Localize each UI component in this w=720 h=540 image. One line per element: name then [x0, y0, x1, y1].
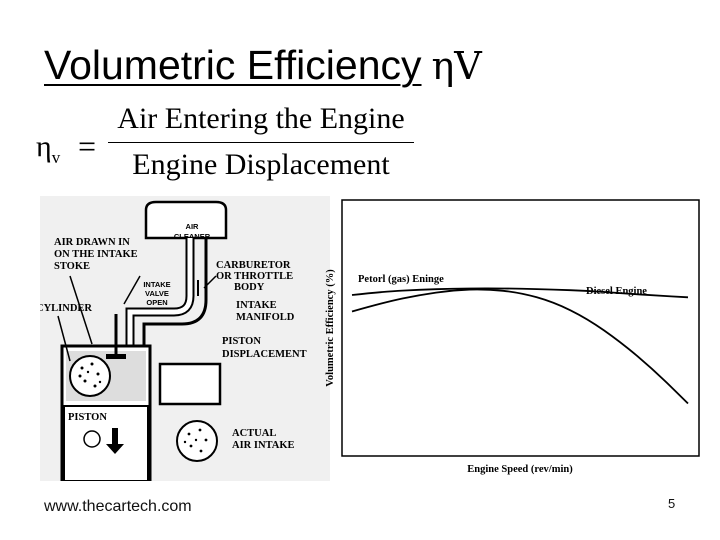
intake-valve-label-3: OPEN: [146, 298, 167, 307]
y-axis-label: Volumetric Efficiency (%): [325, 269, 336, 387]
engine-intake-diagram: AIR CLEANER PISTON AIR DRAWN IN ON THE I…: [40, 196, 330, 481]
title-symbol: ηV: [431, 44, 482, 88]
series-label-0: Petorl (gas) Eninge: [358, 274, 444, 285]
manifold-label-1: INTAKE: [236, 300, 277, 311]
series-line-0: [351, 288, 689, 405]
intake-valve-label-1: INTAKE: [143, 280, 170, 289]
carburetor-label-3: BODY: [234, 282, 265, 293]
formula-equals: =: [78, 128, 97, 164]
piston: [63, 405, 149, 481]
piston-label: PISTON: [68, 412, 107, 423]
actual-air-label-2: AIR INTAKE: [232, 440, 295, 451]
air-drawn-label-3: STOKE: [54, 261, 90, 272]
manifold-label-2: MANIFOLD: [236, 312, 295, 323]
piston-displacement-label-1: PISTON: [222, 336, 261, 347]
series-layer: [351, 287, 689, 405]
air-cleaner-label-2: CLEANER: [174, 232, 211, 241]
actual-air-intake: [176, 420, 218, 462]
carburetor-label-1: CARBURETOR: [216, 260, 291, 271]
piston-displacement-label-2: DISPLACEMENT: [222, 349, 307, 360]
fraction-bar: [108, 142, 414, 143]
air-drawn-label-1: AIR DRAWN IN: [54, 237, 130, 248]
air-charge: [69, 355, 111, 397]
carburetor-label-2: OR THROTTLE: [216, 271, 293, 282]
footer-website: www.thecartech.com: [44, 498, 192, 515]
air-cleaner: [144, 200, 228, 240]
cylinder-label: CYLINDER: [40, 303, 92, 314]
volumetric-efficiency-formula: ηv = Air Entering the Engine Engine Disp…: [36, 100, 426, 190]
actual-air-label-1: ACTUAL: [232, 428, 276, 439]
formula-denominator: Engine Displacement: [132, 148, 390, 181]
formula-lhs: ηv: [36, 130, 61, 167]
piston-displacement-box: [158, 362, 222, 406]
air-drawn-label-2: ON THE INTAKE: [54, 249, 138, 260]
title-text: Volumetric Efficiency: [44, 42, 422, 88]
down-arrow-icon: [106, 428, 124, 454]
intake-valve-label-2: VALVE: [145, 289, 169, 298]
series-line-1: [351, 287, 689, 299]
formula-numerator: Air Entering the Engine: [117, 102, 405, 135]
series-label-1: Diesel Engine: [586, 286, 647, 297]
label-pointer: [69, 275, 93, 345]
plot-area: [341, 199, 700, 457]
air-cleaner-label-1: AIR: [186, 222, 200, 231]
page-number: 5: [668, 496, 676, 511]
x-axis-label: Engine Speed (rev/min): [467, 464, 573, 475]
